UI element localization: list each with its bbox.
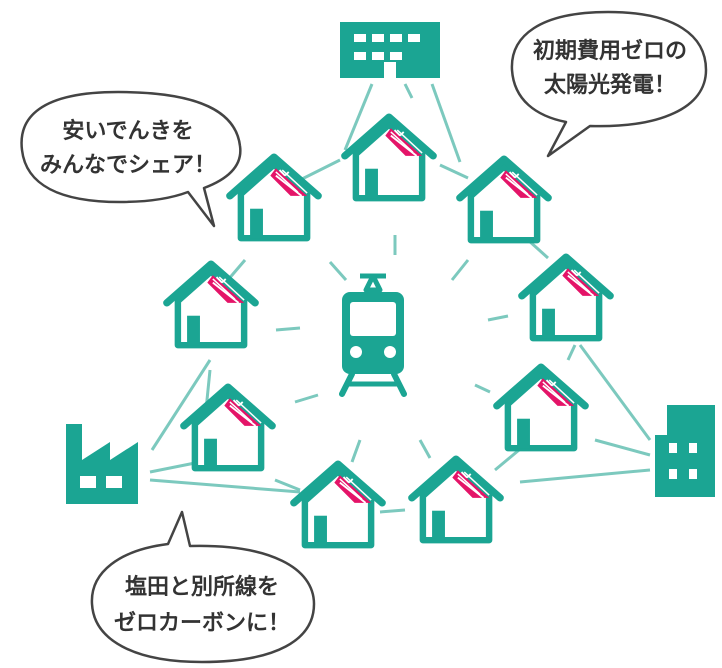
tall-building-icon	[655, 405, 715, 497]
bubble-top-left-line1: 安いでんきを	[62, 118, 193, 144]
factory-icon	[66, 424, 138, 504]
house-icon	[230, 157, 318, 238]
house-icon	[345, 117, 433, 198]
speech-bubble-top-right: 初期費用ゼロの 太陽光発電！	[510, 10, 708, 158]
house-icon	[167, 264, 255, 345]
house-icon	[522, 257, 610, 338]
bubble-top-right-line1: 初期費用ゼロの	[533, 38, 687, 64]
bubble-bottom-left-line1: 塩田と別所線を	[125, 574, 279, 600]
bubble-top-right-line2: 太陽光発電！	[544, 73, 676, 98]
train-icon	[342, 276, 404, 394]
speech-bubble-bottom-left: 塩田と別所線を ゼロカーボンに！	[90, 510, 316, 664]
house-icon	[184, 387, 272, 468]
house-icon	[460, 159, 548, 240]
speech-bubble-top-left: 安いでんきを みんなでシェア！	[20, 90, 242, 228]
office-building-icon	[340, 22, 440, 78]
house-icon	[412, 459, 500, 540]
bubble-bottom-left-line2: ゼロカーボンに！	[114, 611, 290, 636]
house-icon	[497, 367, 585, 448]
bubble-top-left-line2: みんなでシェア！	[40, 153, 216, 178]
house-icon	[294, 464, 382, 545]
